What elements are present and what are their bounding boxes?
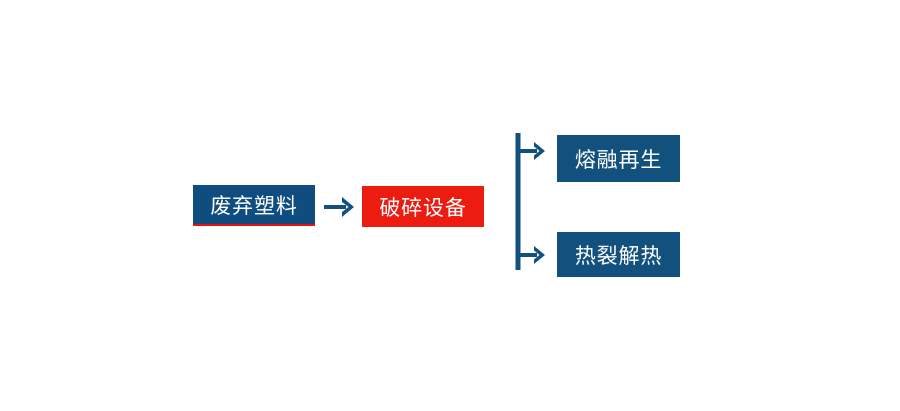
node-crushing-equipment-label: 破碎设备 [379, 195, 467, 220]
arrow-right-icon [322, 190, 358, 224]
node-crushing-equipment[interactable]: 破碎设备 [362, 186, 484, 227]
node-pyrolysis-heat[interactable]: 热裂解热 [557, 232, 680, 277]
node-waste-plastic[interactable]: 废弃塑料 [193, 185, 315, 226]
branch-bracket-icon [510, 126, 562, 278]
node-waste-plastic-label: 废弃塑料 [210, 193, 298, 218]
node-pyrolysis-heat-label: 热裂解热 [574, 243, 663, 268]
arrow-right-glyph [324, 197, 354, 217]
node-melt-regeneration[interactable]: 熔融再生 [557, 135, 680, 182]
node-melt-regeneration-label: 熔融再生 [574, 147, 663, 172]
branch-bracket-glyph [515, 133, 545, 270]
